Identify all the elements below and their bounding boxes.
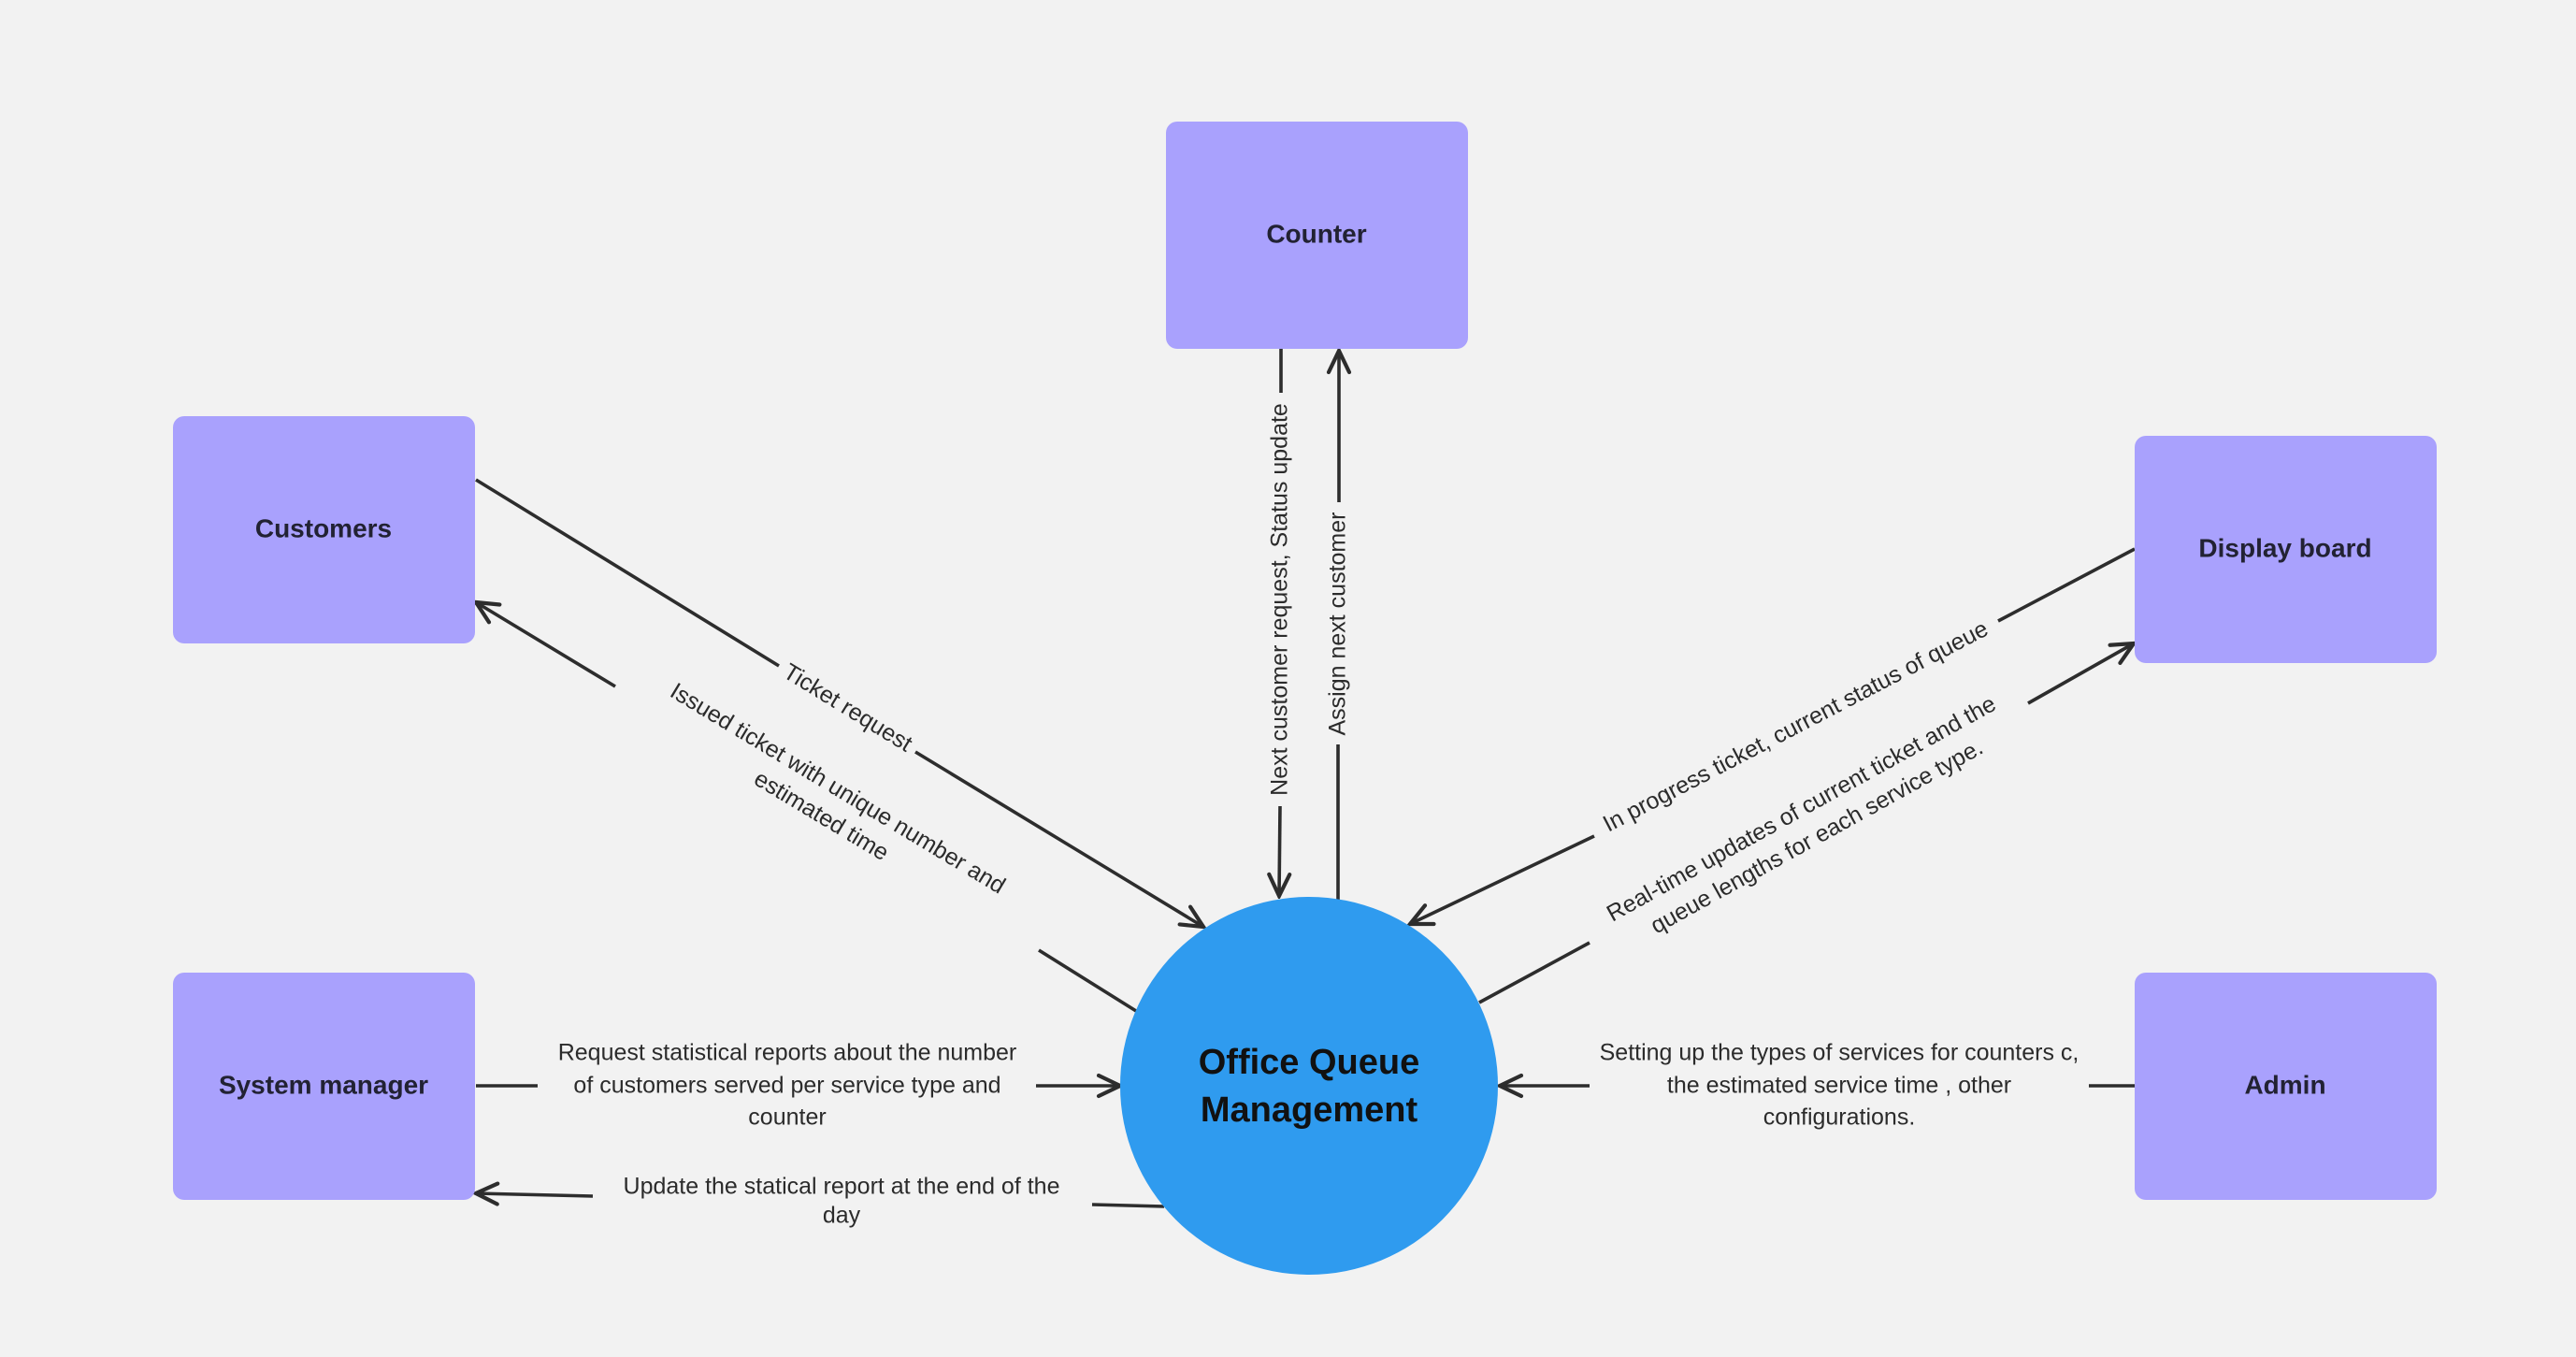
flow-label-update-report: Update the statical report at the end of…: [624, 1174, 1060, 1229]
entity-customers[interactable]: Customers: [173, 416, 475, 643]
flow-ticket-request-line-a: [475, 478, 780, 668]
flow-label-setup-services-line2: the estimated service time , other: [1667, 1073, 2011, 1099]
flow-label-request-reports-line2: of customers served per service type and: [573, 1073, 1000, 1099]
flow-update-report-line-b: [476, 1193, 594, 1196]
entity-system-manager-label: System manager: [219, 1070, 428, 1099]
entity-display-board-label: Display board: [2198, 533, 2371, 562]
flow-label-setup-services-line3: configurations.: [1763, 1104, 1916, 1131]
flow-realtime-line-b: [2027, 643, 2134, 705]
flow-label-request-reports-line1: Request statistical reports about the nu…: [558, 1040, 1017, 1066]
flow-label-issued-ticket: Issued ticket with unique number and est…: [666, 678, 1010, 900]
entity-customers-label: Customers: [255, 513, 392, 542]
flow-issued-ticket-line-a: [1038, 948, 1137, 1013]
process-label-line1: Office Queue: [1199, 1043, 1420, 1082]
flow-label-setup-services-line1: Setting up the types of services for cou…: [1600, 1040, 2080, 1066]
entity-system-manager[interactable]: System manager: [173, 973, 475, 1200]
flow-label-next-customer-request: Next customer request, Status update: [1267, 403, 1293, 796]
flow-label-request-reports-line3: counter: [748, 1104, 826, 1131]
flow-label-ticket-request: Ticket request: [779, 658, 917, 757]
flow-realtime-line-a: [1478, 941, 1590, 1004]
entity-admin[interactable]: Admin: [2135, 973, 2437, 1200]
entity-counter[interactable]: Counter: [1166, 122, 1468, 349]
entity-admin-label: Admin: [2244, 1070, 2325, 1099]
flow-in-progress-line-a: [1997, 547, 2136, 623]
flow-label-setup-services: Setting up the types of services for cou…: [1600, 1040, 2080, 1131]
process-office-queue-management[interactable]: Office Queue Management: [1120, 897, 1498, 1275]
flow-next-customer-request-line-bottom: [1279, 805, 1280, 896]
flow-label-update-report-line1: Update the statical report at the end of…: [624, 1174, 1060, 1200]
process-label-line2: Management: [1201, 1090, 1418, 1130]
flow-in-progress-line-b: [1410, 834, 1595, 924]
entity-display-board[interactable]: Display board: [2135, 436, 2437, 663]
flow-update-report-line-a: [1091, 1203, 1165, 1208]
flow-label-request-reports: Request statistical reports about the nu…: [558, 1040, 1017, 1131]
flow-label-update-report-line2: day: [823, 1203, 861, 1229]
entity-counter-label: Counter: [1266, 219, 1366, 248]
flow-ticket-request-line-b: [914, 750, 1203, 927]
flow-label-assign-next-customer: Assign next customer: [1325, 512, 1351, 736]
flow-issued-ticket-line-b: [476, 602, 616, 688]
